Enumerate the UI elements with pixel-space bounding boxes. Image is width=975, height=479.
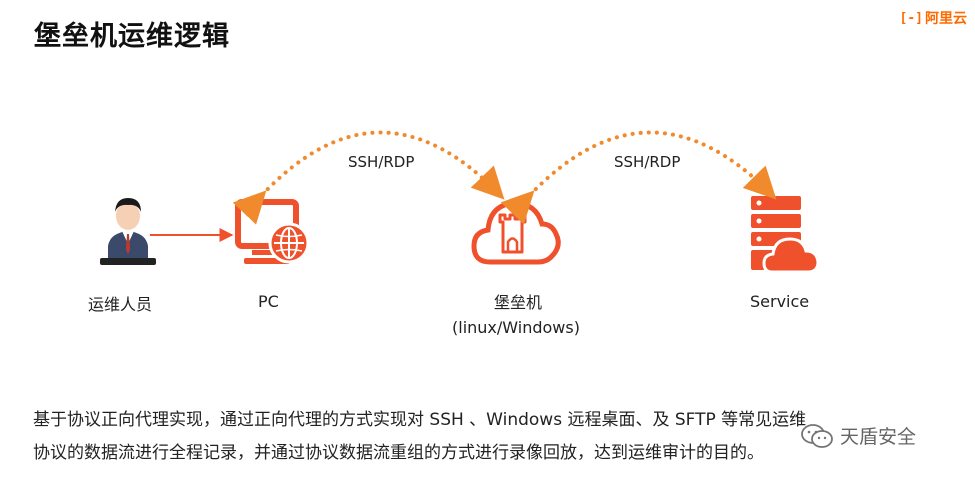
description-line-1: 基于协议正向代理实现，通过正向代理的方式实现对 SSH 、Windows 远程桌… [33,410,807,430]
service-icon [751,196,820,274]
bastion-icon [471,200,561,265]
service-label: Service [750,292,810,311]
bastion-os-label: (linux/Windows) [452,318,580,337]
pc-label: PC [258,292,279,311]
pc-icon [235,199,310,264]
operator-label: 运维人员 [88,295,153,314]
bastion-service-dotted-arrow [500,130,777,225]
brand-logo: [-] 阿里云 [900,8,967,28]
description-line-2: 协议的数据流进行全程记录，并通过协议数据流重组的方式进行录像回放，达到运维审计的… [33,443,764,463]
page-title: 堡垒机运维逻辑 [34,21,230,52]
pc-bastion-dotted-arrow [232,130,505,225]
watermark-text: 天盾安全 [840,426,917,448]
bastion-label: 堡垒机 [494,293,543,312]
aliyun-logo-icon: [-] [899,10,923,26]
protocol-label-left: SSH/RDP [348,153,415,171]
watermark: 天盾安全 [800,422,916,449]
operator-icon [100,198,156,265]
brand-name: 阿里云 [925,11,967,27]
protocol-label-right: SSH/RDP [614,153,681,171]
wechat-icon [801,423,833,448]
